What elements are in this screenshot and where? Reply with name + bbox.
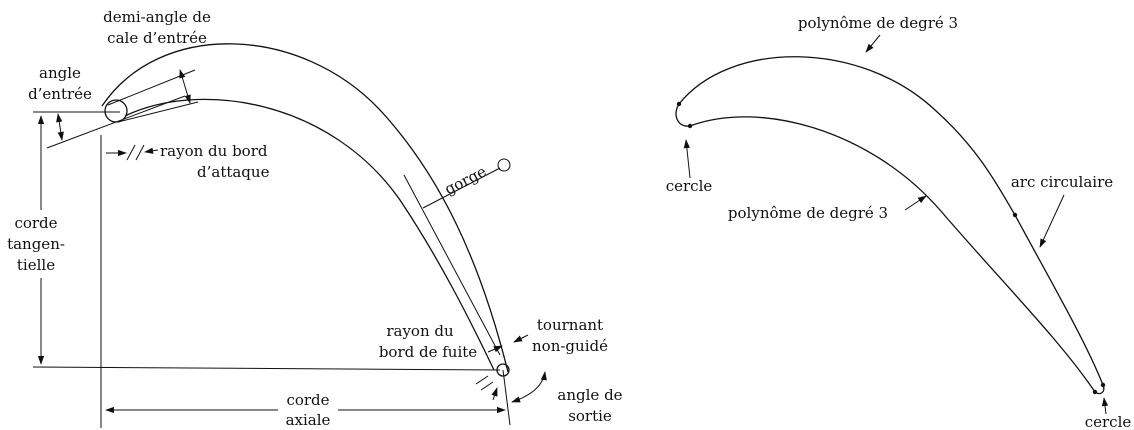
axial-chord-label-1: corde — [286, 391, 329, 409]
le-radius-label-1: rayon du bord — [160, 142, 268, 160]
te-radius-tick-2 — [480, 381, 494, 391]
right-le-junction-bottom — [687, 123, 693, 129]
inlet-angle-arrow — [56, 113, 64, 141]
unguided-turning-arrow-right — [513, 334, 529, 343]
left-suction-surface — [101, 43, 509, 373]
le-radius-tick-1 — [126, 144, 136, 161]
top-poly-label: polynôme de degré 3 — [798, 14, 958, 32]
le-circle-arrow — [683, 139, 691, 179]
half-wedge-angle-arrow — [179, 69, 191, 104]
inlet-direction-line — [46, 95, 186, 149]
te-radius-label-2: bord de fuite — [379, 343, 477, 361]
right-te-junction-bottom — [1092, 389, 1098, 395]
right-te-junction-top — [1100, 382, 1106, 388]
unguided-turning-label-1: tournant — [537, 316, 603, 334]
le-radius-tick-2 — [135, 144, 145, 161]
arc-arrow — [1039, 194, 1065, 248]
tangential-chord-label-3: tielle — [17, 256, 55, 274]
tangential-chord-label-1: corde — [14, 214, 57, 232]
throat-end-marker — [497, 158, 511, 172]
right-pressure-surface — [689, 116, 1096, 393]
trailing-edge-horizontal-line — [32, 366, 501, 371]
top-poly-arrow — [865, 34, 881, 53]
suction-tangent-line — [403, 174, 501, 356]
te-circle-arrow — [1101, 397, 1109, 415]
inlet-angle-label-1: angle — [39, 64, 81, 82]
right-leading-edge-arc — [675, 103, 691, 127]
te-radius-tick-1 — [475, 375, 489, 385]
unguided-turning-arrow-left — [487, 345, 503, 353]
exit-angle-label-2: sortie — [568, 407, 612, 425]
right-arc-junction — [1012, 212, 1018, 218]
le-radius-arrow-right — [144, 147, 159, 154]
le-radius-label-2: d’attaque — [197, 163, 270, 181]
axial-chord-label-bg — [278, 395, 338, 427]
arc-label: arc circulaire — [1011, 173, 1113, 191]
inlet-angle-label-2: d’entrée — [28, 85, 92, 103]
inlet-half-wedge-label-1: demi-angle de — [103, 8, 211, 26]
tangential-chord-label-2: tangen- — [7, 235, 65, 253]
tangential-chord-label-bg — [5, 210, 67, 278]
te-circle-label: cercle — [1085, 413, 1132, 430]
te-radius-label-1: rayon du — [386, 322, 454, 340]
le-circle-label: cercle — [666, 177, 713, 195]
bottom-poly-arrow — [904, 195, 927, 211]
unguided-turning-label-2: non-guidé — [532, 337, 608, 355]
exit-direction-line — [502, 369, 511, 426]
left-pressure-surface — [124, 98, 495, 371]
te-radius-arrow — [491, 387, 498, 401]
exit-angle-arc — [511, 371, 547, 403]
throat-line — [422, 167, 501, 209]
right-suction-surface — [678, 56, 1104, 386]
right-blade-diagram: polynôme de degré 3 cercle polynôme de d… — [666, 14, 1132, 430]
exit-angle-label-1: angle de — [557, 386, 622, 404]
inlet-wedge-line-bottom — [117, 101, 199, 123]
left-blade-diagram: demi-angle de cale d’entrée angle d’entr… — [5, 8, 623, 429]
bottom-poly-label: polynôme de degré 3 — [728, 204, 888, 222]
throat-label: gorge — [442, 162, 490, 198]
axial-chord-label-2: axiale — [286, 411, 331, 429]
inlet-half-wedge-label-2: cale d’entrée — [107, 29, 207, 47]
right-le-junction-top — [676, 101, 682, 107]
